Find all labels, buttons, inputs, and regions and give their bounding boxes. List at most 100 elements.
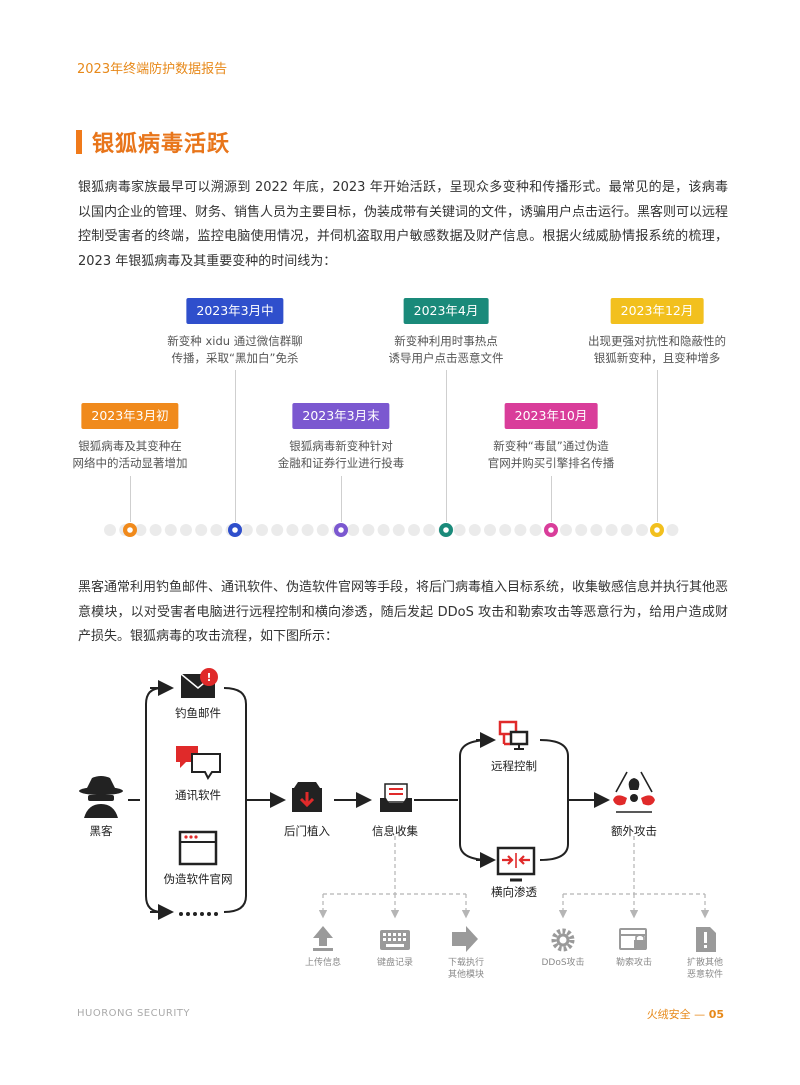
ddos-label: DDoS攻击 <box>541 958 585 968</box>
timeline-stem <box>657 370 658 522</box>
chat-icon <box>176 746 221 780</box>
section-accent-bar <box>76 130 82 154</box>
fake-site-label: 伪造软件官网 <box>163 872 233 886</box>
attack-flow-diagram: ! <box>0 650 800 990</box>
timeline-event-line: 传播，采取“黑加白”免杀 <box>171 351 299 365</box>
spread-label-line1: 扩散其他 <box>686 958 724 968</box>
page-number: 05 <box>708 1008 724 1021</box>
timeline-event-text: 银狐病毒新变种针对金融和证券行业进行投毒 <box>256 438 426 472</box>
timeline-stem <box>235 370 236 522</box>
ransom-lock-icon <box>619 928 647 950</box>
attack-flow-connectors: ! <box>79 668 716 952</box>
spread-label: 扩散其他 恶意软件 <box>687 957 723 981</box>
timeline-track-dot <box>271 524 284 536</box>
timeline-date-badge: 2023年3月初 <box>81 403 179 429</box>
timeline-track-dot <box>316 524 329 536</box>
timeline-track-dot <box>301 524 314 536</box>
timeline-date-badge: 2023年3月中 <box>186 298 284 324</box>
timeline-milestone-dot-center <box>127 527 133 533</box>
download-label-line2: 其他模块 <box>447 970 485 980</box>
im-label: 通讯软件 <box>175 788 221 802</box>
timeline-event-line: 官网并购买引擎排名传播 <box>487 456 615 470</box>
keylog-label: 键盘记录 <box>376 958 414 968</box>
timeline-track-dot <box>149 524 162 536</box>
ransom-label: 勒索攻击 <box>615 958 653 968</box>
spread-malware-icon <box>696 927 716 952</box>
timeline-track-dot <box>453 524 466 536</box>
backdoor-label: 后门植入 <box>284 824 330 838</box>
timeline-milestone-dot-center <box>654 527 660 533</box>
browser-window-icon <box>178 830 218 866</box>
timeline-event-line: 新变种利用时事热点 <box>394 334 498 348</box>
timeline-event-text: 新变种利用时事热点诱导用户点击恶意文件 <box>361 333 531 367</box>
download-label: 下载执行 其他模块 <box>448 957 484 981</box>
timeline-track-dot <box>620 524 633 536</box>
timeline-track-dot <box>134 524 147 536</box>
timeline-track-dot <box>636 524 648 536</box>
timeline-milestone-dot-center <box>338 527 344 533</box>
timeline-stem <box>551 476 552 522</box>
timeline-track-dot <box>666 524 679 536</box>
timeline-event-text: 出现更强对抗性和隐蔽性的银狐新变种，且变种增多 <box>572 333 742 367</box>
extra-attack-label: 额外攻击 <box>611 824 657 838</box>
timeline-event-text: 新变种 xidu 通过微信群聊传播，采取“黑加白”免杀 <box>150 333 320 367</box>
upload-icon <box>313 926 333 951</box>
timeline-stem <box>130 476 131 522</box>
timeline-date-badge: 2023年10月 <box>504 403 598 429</box>
timeline-track-dot <box>605 524 618 536</box>
timeline-track-dot <box>286 524 299 536</box>
timeline-track-dot <box>560 524 572 536</box>
footer-page-info: 火绒安全 — 05 <box>647 1006 724 1022</box>
timeline-track-dot <box>529 524 542 536</box>
timeline-event-text: 银狐病毒及其变种在网络中的活动显著增加 <box>45 438 215 472</box>
timeline-event-line: 新变种 xidu 通过微信群聊 <box>167 334 303 348</box>
backdoor-inbox-icon <box>292 782 322 812</box>
mail-icon: ! <box>180 668 218 698</box>
timeline-track-dot <box>575 524 588 536</box>
timeline-event-line: 银狐新变种，且变种增多 <box>593 351 721 365</box>
timeline-track-dot <box>240 524 253 536</box>
footer-brand-label: 火绒安全 — <box>646 1008 709 1021</box>
timeline-stem <box>341 476 342 522</box>
timeline-event-line: 金融和证券行业进行投毒 <box>277 456 405 470</box>
intro-paragraph: 银狐病毒家族最早可以溯源到 2022 年底，2023 年开始活跃，呈现众多变种和… <box>78 180 729 269</box>
section-title: 银狐病毒活跃 <box>92 132 231 157</box>
hacker-icon <box>79 776 123 818</box>
timeline-track-dot <box>180 524 192 536</box>
ddos-gear-icon <box>551 928 575 952</box>
timeline-track-dot <box>408 524 420 536</box>
timeline-event-line: 诱导用户点击恶意文件 <box>388 351 504 365</box>
phishing-label: 钓鱼邮件 <box>175 706 221 720</box>
timeline-date-badge: 2023年3月末 <box>292 403 390 429</box>
timeline-date-badge: 2023年12月 <box>610 298 704 324</box>
svg-text:!: ! <box>206 671 211 684</box>
timeline-track-dot <box>195 524 208 536</box>
timeline-event-text: 新变种“毒鼠”通过伪造官网并购买引擎排名传播 <box>466 438 636 472</box>
info-collect-tray-icon <box>380 783 412 812</box>
timeline-track-dot <box>164 524 177 536</box>
timeline-track-dot <box>392 524 405 536</box>
lateral-movement-icon <box>496 846 536 882</box>
timeline-event-line: 出现更强对抗性和隐蔽性的 <box>588 334 726 348</box>
timeline-track-dot <box>590 524 603 536</box>
timeline-track-dot <box>347 524 360 536</box>
timeline-event-line: 新变种“毒鼠”通过伪造 <box>493 439 609 453</box>
spread-label-line2: 恶意软件 <box>686 970 724 980</box>
timeline-event-line: 银狐病毒新变种针对 <box>289 439 393 453</box>
download-label-line1: 下载执行 <box>447 958 485 968</box>
lateral-label: 横向渗透 <box>491 885 537 899</box>
timeline-track-dot <box>484 524 496 536</box>
timeline-stem <box>446 370 447 522</box>
timeline-track-dot <box>377 524 390 536</box>
upload-label: 上传信息 <box>304 958 342 968</box>
timeline-track-dot <box>423 524 436 536</box>
timeline-milestone-dot-center <box>232 527 238 533</box>
collect-label: 信息收集 <box>372 824 418 838</box>
timeline-event-line: 网络中的活动显著增加 <box>72 456 188 470</box>
timeline-track <box>104 523 679 537</box>
timeline-track-dot <box>514 524 527 536</box>
extra-attack-hazard-icon <box>613 771 655 813</box>
footer-brand: HUORONG SECURITY <box>77 1008 191 1019</box>
timeline-event-line: 银狐病毒及其变种在 <box>78 439 182 453</box>
report-header-title: 2023年终端防护数据报告 <box>77 62 228 77</box>
